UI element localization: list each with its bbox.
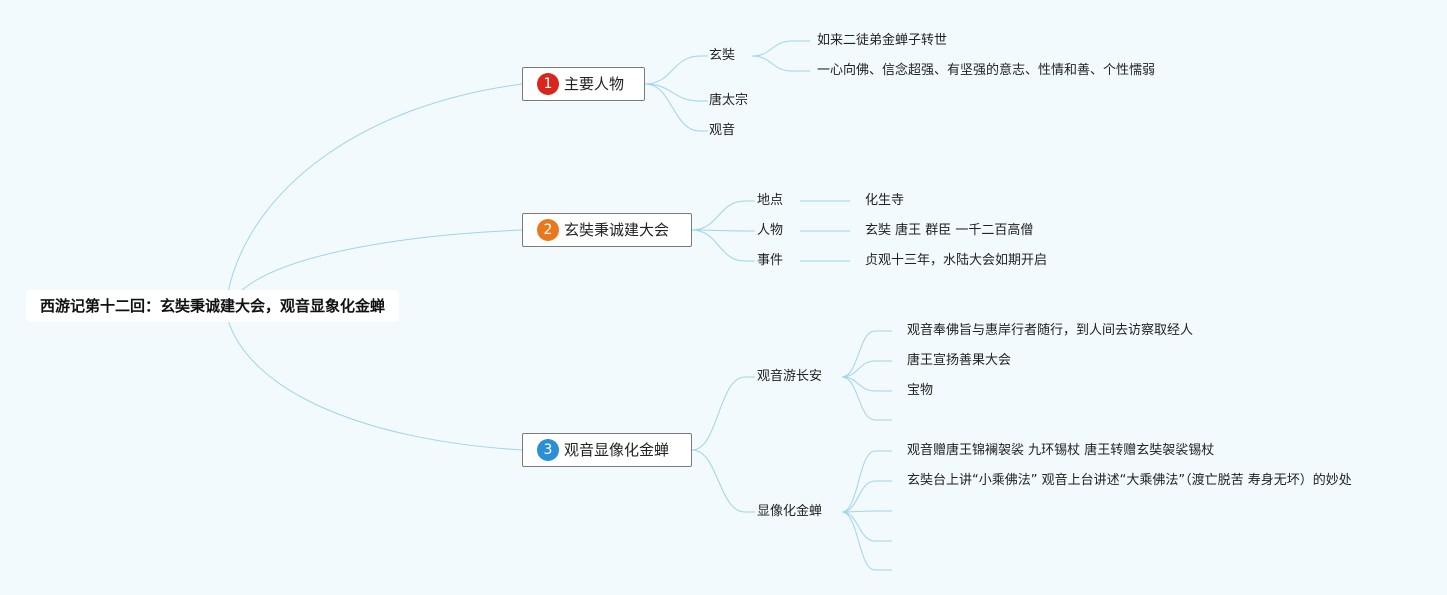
topic-manifest-cicada[interactable]: 显像化金蝉 (757, 504, 823, 519)
root-link-1 (227, 83, 523, 293)
branch-grand-assembly[interactable]: 2 玄奘秉诚建大会 (522, 213, 692, 247)
number-3-icon: 3 (537, 439, 559, 461)
b2-link-2 (691, 229, 755, 262)
b1-xz-link-1 (751, 55, 810, 72)
root-link-2 (239, 229, 523, 293)
branch-main-characters[interactable]: 1 主要人物 (522, 67, 645, 101)
topic-xuanzang-traits[interactable]: 一心向佛、信念超强、有坚强的意志、性情和善、个性懦弱 (817, 63, 1156, 78)
branch-label: 观音显像化金蝉 (564, 441, 670, 459)
b3-a-link-0 (841, 330, 892, 378)
topic-location[interactable]: 地点 (757, 193, 784, 208)
topic-people[interactable]: 人物 (757, 223, 784, 238)
topic-location-value[interactable]: 化生寺 (865, 193, 905, 208)
topic-guanyin-visits-changan[interactable]: 观音游长安 (757, 369, 823, 384)
b1-link-0 (644, 55, 708, 85)
topic-xuanzang-origin[interactable]: 如来二徒弟金蝉子转世 (817, 33, 948, 48)
topic-dharma-lecture[interactable]: 玄奘台上讲“小乘佛法” 观音上台讲述“大乘佛法”（渡亡脱苦 寿身无坏）的妙处 (907, 473, 1352, 488)
b1-link-2 (644, 83, 708, 132)
b3-link-0 (691, 376, 755, 451)
topic-event[interactable]: 事件 (757, 253, 784, 268)
b3-a-link-3 (841, 376, 892, 421)
b3-b-link-4 (841, 511, 892, 571)
b3-a-link-1 (841, 360, 892, 378)
b3-b-link-1 (841, 480, 892, 513)
b2-link-1 (691, 229, 755, 232)
topic-guanyin[interactable]: 观音 (709, 123, 736, 138)
branch-guanyin-appears[interactable]: 3 观音显像化金蝉 (522, 433, 692, 467)
number-1-icon: 1 (537, 73, 559, 95)
number-2-icon: 2 (537, 219, 559, 241)
topic-tang-taizong[interactable]: 唐太宗 (709, 93, 749, 108)
b3-b-link-0 (841, 450, 892, 513)
topic-xuanzang[interactable]: 玄奘 (709, 48, 736, 63)
b2-link-0 (691, 200, 755, 231)
topic-tang-assembly[interactable]: 唐王宣扬善果大会 (907, 353, 1012, 368)
b1-link-1 (644, 83, 708, 102)
b3-b-link-2 (841, 510, 892, 513)
root-topic[interactable]: 西游记第十二回：玄奘秉诚建大会，观音显象化金蝉 (26, 290, 400, 322)
b3-a-link-2 (841, 376, 892, 392)
root-link-3 (227, 319, 523, 451)
branch-label: 玄奘秉诚建大会 (564, 221, 670, 239)
branch-label: 主要人物 (564, 75, 625, 93)
b3-link-1 (691, 449, 755, 513)
b1-xz-link-0 (751, 40, 810, 57)
topic-treasures[interactable]: 宝物 (907, 383, 934, 398)
topic-people-value[interactable]: 玄奘 唐王 群臣 一千二百高僧 (865, 223, 1034, 238)
topic-event-value[interactable]: 贞观十三年，水陆大会如期开启 (865, 253, 1048, 268)
topic-cassock-gift[interactable]: 观音赠唐王锦襕袈裟 九环锡杖 唐王转赠玄奘袈裟锡杖 (907, 443, 1215, 458)
topic-guanyin-mission[interactable]: 观音奉佛旨与惠岸行者随行，到人间去访察取经人 (907, 323, 1194, 338)
b3-b-link-3 (841, 511, 892, 542)
